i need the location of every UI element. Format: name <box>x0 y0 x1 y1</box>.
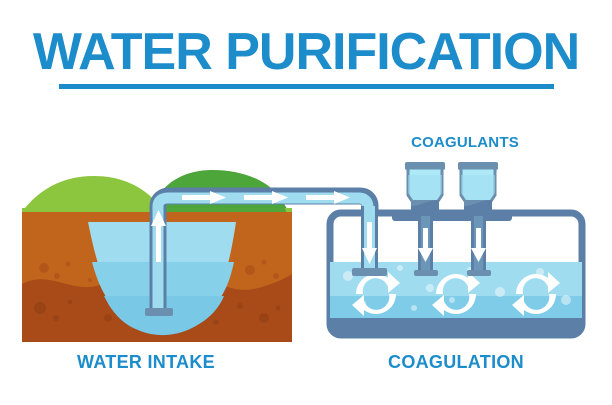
page-title-block: WATER PURIFICATION <box>0 24 612 89</box>
tank-inlet-pipe <box>352 206 387 276</box>
dosing-pipe-1-foot <box>414 270 438 276</box>
page-title: WATER PURIFICATION <box>32 23 580 81</box>
intake-strainer-foot <box>145 308 173 316</box>
dosing-pipe-2 <box>467 216 491 276</box>
water-intake-scene <box>22 170 379 342</box>
mixer-symbol-3 <box>512 272 560 316</box>
intake-flow-arrow-up <box>151 210 166 262</box>
coagulants-label: COAGULANTS <box>411 134 519 151</box>
flow-arrow-right-3 <box>306 191 350 204</box>
intake-pipe-inner <box>152 192 292 312</box>
mixer-symbols <box>352 272 560 316</box>
tank-contents <box>330 262 582 335</box>
tank-water-lower <box>330 296 582 322</box>
tank-inlet-arrow-down <box>362 222 377 264</box>
mixer-symbol-2 <box>432 272 480 316</box>
dosing-arrow-down-2 <box>471 228 486 262</box>
dosing-arrow-down-1 <box>418 228 433 262</box>
title-underline <box>58 84 554 89</box>
dosing-pipe-1 <box>414 216 438 276</box>
coagulation-scene <box>326 162 586 339</box>
tank-inlet-foot <box>352 268 387 276</box>
dosing-manifold-bar <box>392 212 512 221</box>
transfer-flow-arrows <box>182 191 350 204</box>
coagulant-hopper-2 <box>458 162 498 219</box>
caption-water-intake: WATER INTAKE <box>77 352 215 372</box>
coagulant-dosing-units <box>392 162 512 276</box>
tank-base-band <box>330 318 582 335</box>
flow-arrow-right-2 <box>244 191 288 204</box>
flow-arrow-right-1 <box>182 191 226 204</box>
dosing-pipe-2-foot <box>467 270 491 276</box>
mixer-symbol-1 <box>352 272 400 316</box>
caption-coagulation: COAGULATION <box>388 352 524 372</box>
coagulant-hopper-1 <box>405 162 445 219</box>
